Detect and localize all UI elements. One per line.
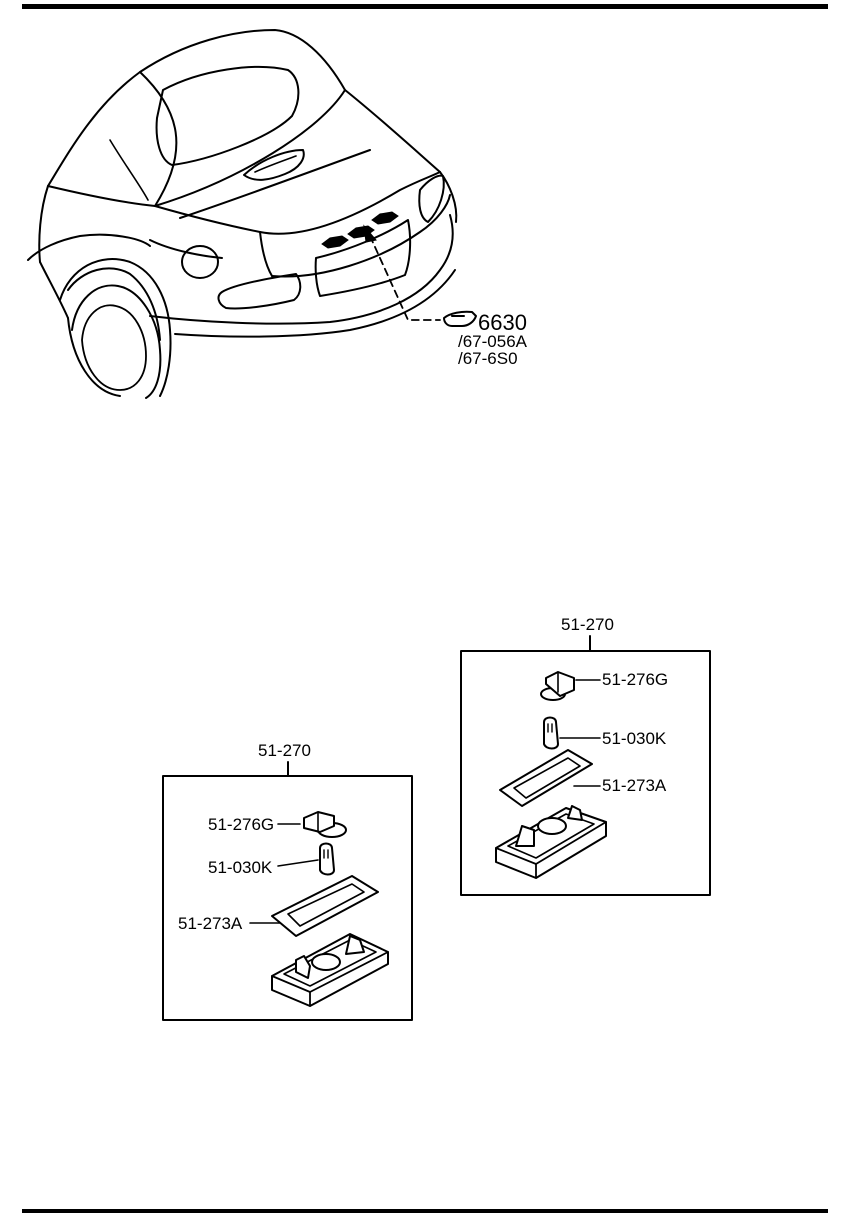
assembly-1-part-3-label: 51-273A <box>178 914 243 933</box>
assembly-2-part-1-label: 51-276G <box>602 670 668 689</box>
assembly-1-title: 51-270 <box>258 741 311 760</box>
socket-icon <box>540 671 575 701</box>
pointing-hand-icon <box>443 310 477 327</box>
car-rear-illustration <box>27 29 458 399</box>
callout-line-1: /67-056A <box>458 332 528 351</box>
socket-icon <box>303 811 347 838</box>
bottom-rule <box>22 1209 828 1213</box>
callout-reference: 6630 /67-056A /67-6S0 <box>443 310 528 368</box>
assembly-1-part-2-label: 51-030K <box>208 858 273 877</box>
lamp-housing-icon <box>271 933 389 1007</box>
assembly-2-part-2-label: 51-030K <box>602 729 667 748</box>
assembly-2-title: 51-270 <box>561 615 614 634</box>
top-rule <box>22 4 828 9</box>
assembly-1-part-1-label: 51-276G <box>208 815 274 834</box>
bulb-icon <box>543 716 559 750</box>
license-lamps <box>321 211 399 249</box>
callout-line-2: /67-6S0 <box>458 349 518 368</box>
assembly-box-1: 51-270 51-276G 51-030K 51-273A <box>162 741 413 1021</box>
callout-code: 6630 <box>478 310 527 335</box>
bulb-icon <box>319 842 335 876</box>
assembly-2-part-3-label: 51-273A <box>602 776 667 795</box>
gasket-icon <box>271 875 379 937</box>
lamp-housing-icon <box>495 805 607 879</box>
gasket-icon <box>499 749 593 807</box>
assembly-box-2: 51-270 51-276G 51-030K 51-273A <box>460 615 711 896</box>
